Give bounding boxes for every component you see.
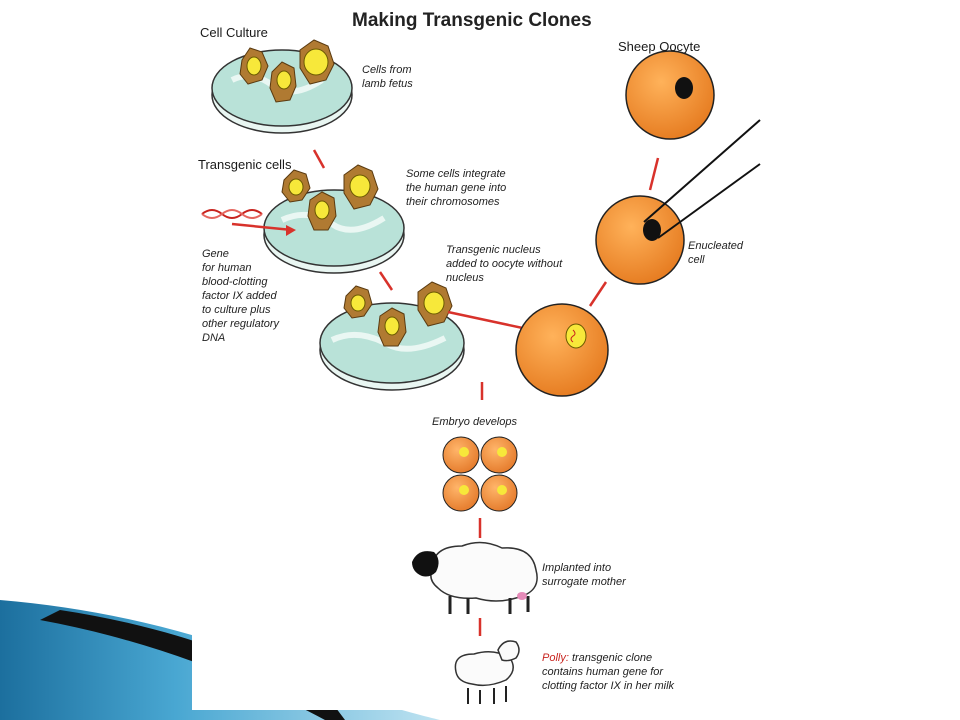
transgenic-cell bbox=[343, 164, 379, 210]
connector-line bbox=[588, 281, 608, 307]
label-embryo: Embryo develops bbox=[432, 416, 517, 428]
label-integrate-2: the human gene into bbox=[406, 182, 507, 194]
transgenic-clone-figure: Making Transgenic Clones Cell Culture Ce… bbox=[192, 0, 768, 710]
label-gene-2: for human bbox=[202, 262, 252, 274]
fetal-cell bbox=[269, 61, 297, 103]
enucleated-cell bbox=[595, 195, 685, 285]
pipette-lower bbox=[657, 163, 761, 239]
label-sheep-oocyte: Sheep Oocyte bbox=[618, 39, 701, 54]
label-gene-5: to culture plus bbox=[202, 304, 271, 316]
nucleus-transfer-arrow bbox=[447, 310, 533, 332]
label-polly-name: Polly: bbox=[542, 652, 569, 664]
transgenic-cell bbox=[343, 285, 373, 319]
petri-dish-transgenic-nucleus bbox=[319, 281, 465, 391]
embryo-cells bbox=[442, 436, 518, 512]
label-gene-1: Gene bbox=[202, 248, 229, 260]
connector-line bbox=[648, 157, 660, 191]
label-implanted-2: surrogate mother bbox=[542, 576, 626, 588]
label-gene-6: other regulatory bbox=[202, 318, 280, 330]
polly-lamb bbox=[454, 640, 520, 704]
label-implanted-1: Implanted into bbox=[542, 562, 612, 574]
label-nucleus-1: Transgenic nucleus bbox=[446, 244, 541, 256]
oocyte-nucleus bbox=[675, 77, 693, 99]
fetal-cell bbox=[299, 39, 335, 85]
gene-arrow-head bbox=[286, 225, 296, 236]
label-polly-2: contains human gene for bbox=[542, 666, 664, 678]
sheep-oocyte bbox=[625, 50, 715, 140]
label-enucleated-1: Enucleated bbox=[688, 240, 744, 252]
transgenic-cell bbox=[281, 169, 311, 203]
label-polly-1: transgenic clone bbox=[568, 652, 653, 664]
label-cells-from-2: lamb fetus bbox=[362, 78, 413, 90]
transgenic-cell bbox=[307, 191, 337, 231]
figure-graphics bbox=[201, 39, 761, 704]
label-gene-7: DNA bbox=[202, 332, 226, 344]
label-gene-3: blood-clotting bbox=[202, 276, 268, 288]
transgenic-cell bbox=[417, 281, 453, 327]
label-gene-4: factor IX added bbox=[202, 290, 277, 302]
label-nucleus-3: nucleus bbox=[446, 272, 484, 284]
reconstructed-oocyte bbox=[515, 303, 609, 397]
dna-strand bbox=[201, 209, 263, 219]
label-cell-culture: Cell Culture bbox=[200, 25, 268, 40]
connector-line bbox=[312, 149, 326, 169]
label-integrate-3: their chromosomes bbox=[406, 196, 500, 208]
gene-arrow bbox=[231, 222, 293, 232]
label-nucleus-2: added to oocyte without bbox=[446, 258, 563, 270]
label-cells-from-1: Cells from bbox=[362, 64, 412, 76]
label-transgenic-cells: Transgenic cells bbox=[198, 157, 292, 172]
pipette-upper bbox=[643, 119, 761, 223]
figure-title: Making Transgenic Clones bbox=[352, 10, 592, 31]
connector-line bbox=[378, 271, 394, 291]
transgenic-cell bbox=[377, 307, 407, 347]
fetal-cell bbox=[239, 47, 269, 85]
label-polly-3: clotting factor IX in her milk bbox=[542, 680, 675, 692]
label-polly-line-1: Polly: transgenic clone bbox=[542, 652, 652, 665]
petri-dish-transgenic-cells bbox=[263, 164, 405, 274]
petri-dish-cell-culture bbox=[211, 39, 353, 134]
surrogate-sheep bbox=[412, 541, 538, 614]
label-integrate-1: Some cells integrate bbox=[406, 168, 506, 180]
label-enucleated-2: cell bbox=[688, 254, 705, 266]
